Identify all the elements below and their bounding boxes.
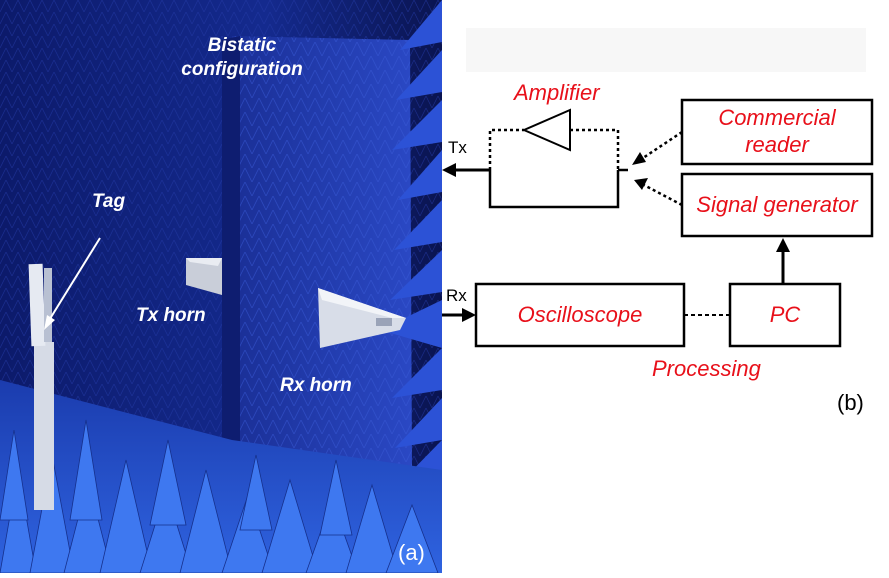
chamber-illustration <box>0 0 442 573</box>
tag-label: Tag <box>92 190 125 214</box>
commercial-reader-label: Commercial reader <box>682 104 872 158</box>
tx-port-label: Tx <box>448 138 467 158</box>
oscilloscope-label: Oscilloscope <box>476 302 684 328</box>
panel-b-label: (b) <box>837 390 864 416</box>
amplifier-triangle <box>524 110 570 150</box>
rx-horn-label: Rx horn <box>280 374 352 398</box>
tx-horn-label: Tx horn <box>136 304 206 328</box>
anechoic-chamber-photo: Bistatic configuration Tag Tx horn Rx ho… <box>0 0 442 573</box>
panel-a-label: (a) <box>398 540 425 566</box>
bistatic-configuration-title: Bistatic configuration <box>172 34 312 82</box>
rx-port-label: Rx <box>446 286 467 306</box>
signal-generator-label: Signal generator <box>682 192 872 218</box>
block-diagram-lines <box>442 0 889 573</box>
block-diagram: Amplifier Commercial reader Signal gener… <box>442 0 889 573</box>
pc-label: PC <box>730 302 840 328</box>
processing-label: Processing <box>652 356 761 382</box>
amplifier-label: Amplifier <box>514 80 600 106</box>
